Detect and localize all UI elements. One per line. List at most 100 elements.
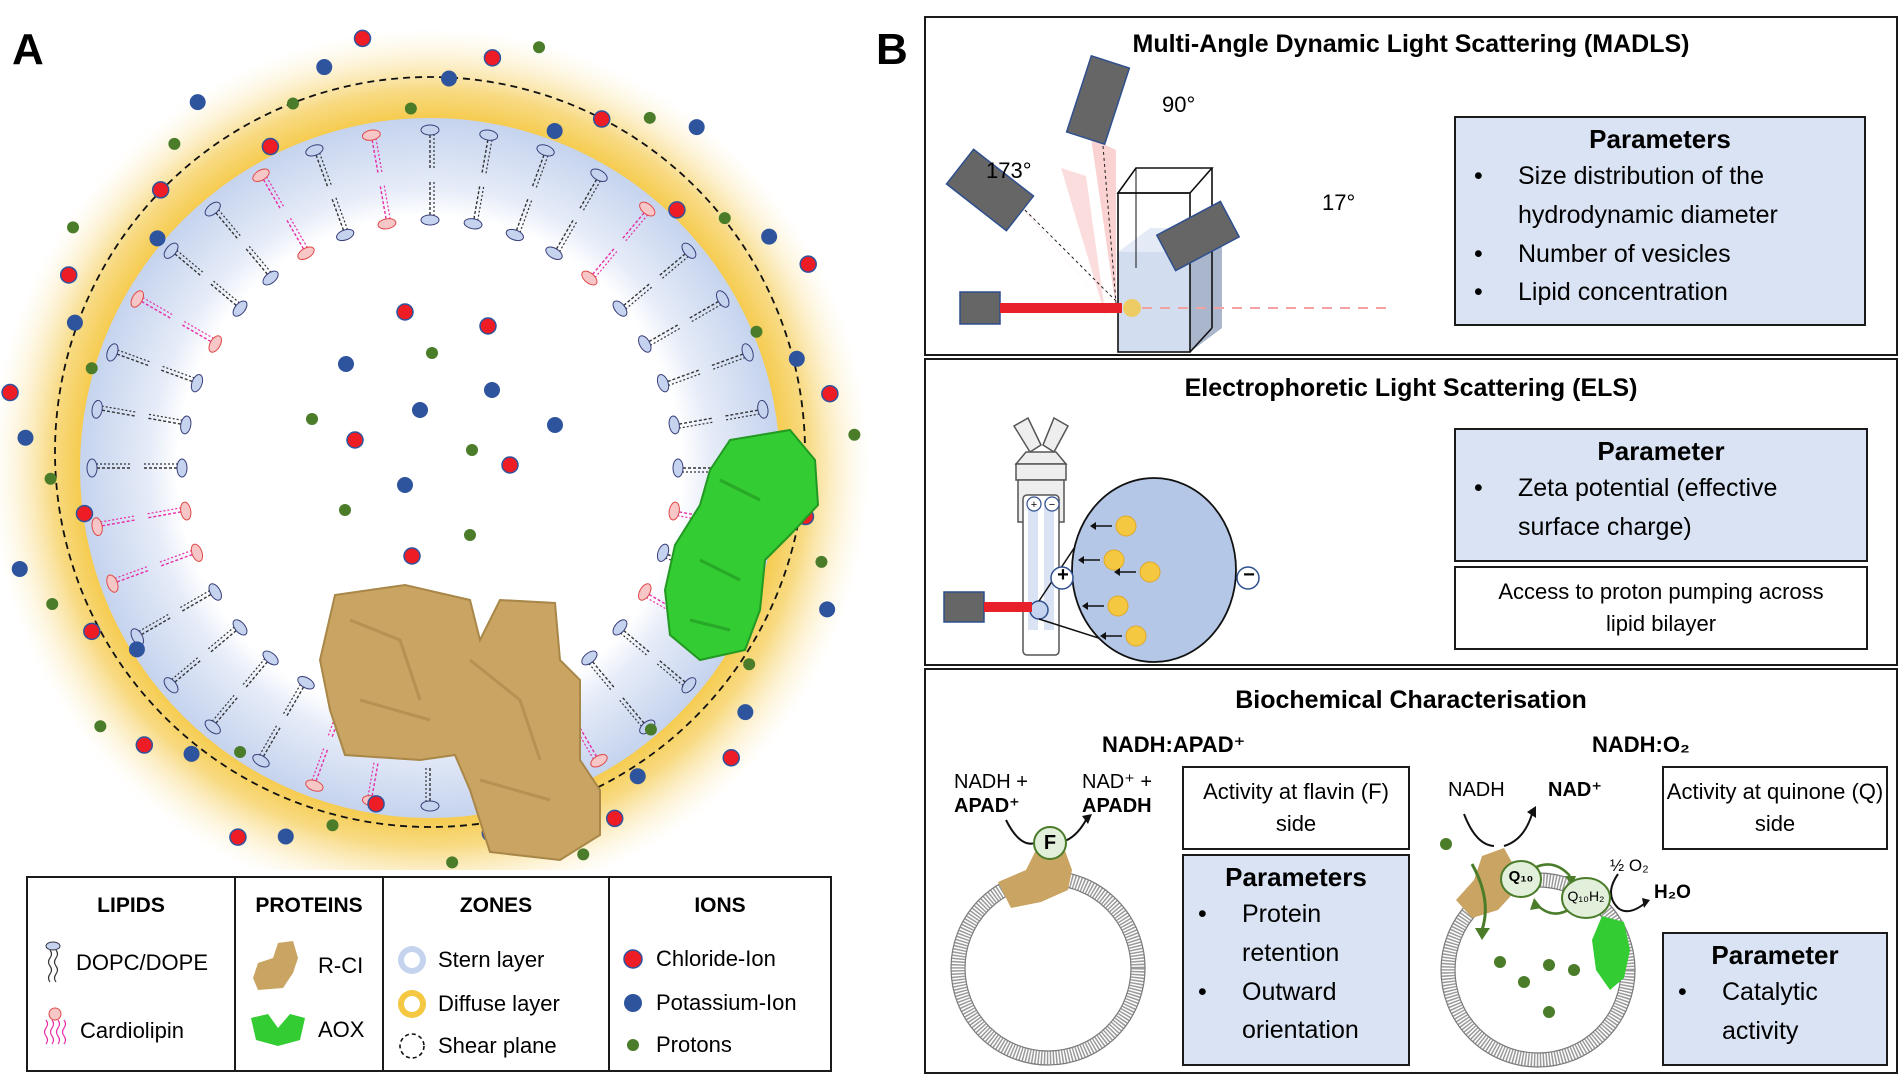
chloride-ion [229,828,247,846]
assay1-product-line1: NAD⁺ + [1082,771,1153,793]
legend-label: Cardiolipin [80,1018,184,1043]
assay2-vesicle-diagram [1440,806,1650,1068]
potassium-ion [149,230,166,247]
bullet-icon: • [1198,900,1207,928]
proton [426,347,438,359]
chloride-ion [151,181,170,199]
legend-label: Chloride-Ion [656,946,776,971]
dopc-lipid [207,619,248,653]
vesicle-lumen [190,228,670,708]
biochem-title: Biochemical Characterisation [1235,686,1587,714]
parameter-item: •Lipid concentration [1474,273,1864,312]
potassium-ion [484,382,500,398]
potassium-ion-icon [624,994,642,1012]
cardiolipin [106,566,149,593]
proton [743,658,756,671]
parameter-text: Size distribution of the hydrodynamic di… [1518,162,1778,229]
madls-parameters-title: Parameters [1589,124,1731,154]
potassium-ion [397,477,413,493]
els-parameter-box: Parameter •Zeta potential (effective sur… [1454,428,1868,562]
legend-proteins-title: PROTEINS [255,894,363,917]
madls-setup-diagram [945,54,1386,353]
angle-label-173: 173° [986,158,1032,183]
legend-label: Protons [656,1032,732,1057]
sample-vesicle [1123,299,1141,317]
legend-label: DOPC/DOPE [76,950,209,975]
bullet-icon: • [1474,474,1483,502]
chloride-ion [346,431,364,449]
parameter-item: • Zeta potential (effective surface charg… [1474,469,1866,547]
dopc-lipid [148,413,192,435]
q10h2-site [1561,877,1611,919]
els-laser-source [943,591,985,623]
els-note-box: Access to proton pumping across lipid bi… [1454,566,1868,650]
cathode-symbol [1236,566,1260,590]
detector-17 [1155,200,1241,272]
proton [326,819,339,832]
legend-item-stern: Stern layer [396,944,544,976]
dopc-lipid [144,458,188,478]
proton [1568,964,1580,976]
potassium-ion [277,828,294,845]
legend-item-shear: Shear plane [396,1030,557,1062]
dopc-lipid [420,768,440,812]
parameter-text: Number of vesicles [1518,239,1731,268]
proton [815,555,828,568]
dopc-lipid [479,129,499,174]
legend-zones: ZONES Stern layer Diffuse layer Shear pl… [382,876,610,1072]
dopc-lipid [210,280,248,317]
proton [446,856,459,869]
chloride-ion [479,317,497,335]
vesicle-particle [1107,595,1129,617]
chloride-ion [135,736,154,754]
potassium-ion [737,704,754,721]
assay2-substrate: NADH [1448,779,1505,801]
chloride-ion [1,383,19,402]
legend-item-chloride: Chloride-Ion [622,946,776,972]
chloride-ion [83,622,101,641]
potassium-ion [338,356,354,372]
chloride-ion [367,795,385,813]
detector-90 [1065,54,1131,146]
madls-parameters-list: • Size distribution of the hydrodynamic d… [1456,157,1864,312]
potassium-ion [629,768,646,785]
assay2-note-box: Activity at quinone (Q) side [1662,766,1888,850]
dopc-lipid [91,399,136,419]
bullet-icon: • [1474,278,1483,307]
assay2-aox-protein [1592,916,1630,990]
potassium-ion [316,59,333,76]
els-parameter-list: • Zeta potential (effective surface charg… [1456,469,1866,547]
cardiolipin [377,185,397,230]
proton [44,472,57,485]
legend-item-potassium: Potassium-Ion [622,990,797,1016]
potassium-ion [819,601,836,618]
potassium-ion [183,745,200,762]
cardiolipin [91,515,135,537]
cardiolipin-icon [43,1007,67,1045]
assay1-substrate-line2: APAD⁺ [954,795,1020,817]
dopc-lipid [531,144,555,188]
proton [67,221,80,234]
assay1-arrow-head [1082,814,1092,824]
proton [1494,956,1506,968]
dopc-lipid [86,458,130,478]
vesicle-particle [1139,561,1161,583]
dopc-lipid [305,144,332,187]
anode-symbol [1050,566,1074,590]
assay2-title: NADH:O₂ [1592,732,1690,757]
proton-pump-arrow [1470,863,1487,931]
dopc-lipid [420,182,440,226]
dopc-lipid [545,219,577,260]
migrating-vesicles [1078,515,1161,647]
oxygen-label: ½ O₂ [1610,856,1649,875]
cardiolipin [159,543,204,567]
proton-icon [627,1039,639,1051]
dopc-lipid [725,399,769,421]
dopc-lipid [331,197,355,242]
dopc-lipid [161,365,204,393]
proton [85,362,98,375]
legend: LIPIDS DOPC/DOPE Cardiolipin PROTEINS R-… [26,876,834,1072]
q10h2-label: Q₁₀H₂ [1567,888,1605,904]
anode-label: + [1057,564,1069,586]
parameter-text: Zeta potential (effective surface charge… [1518,474,1778,541]
